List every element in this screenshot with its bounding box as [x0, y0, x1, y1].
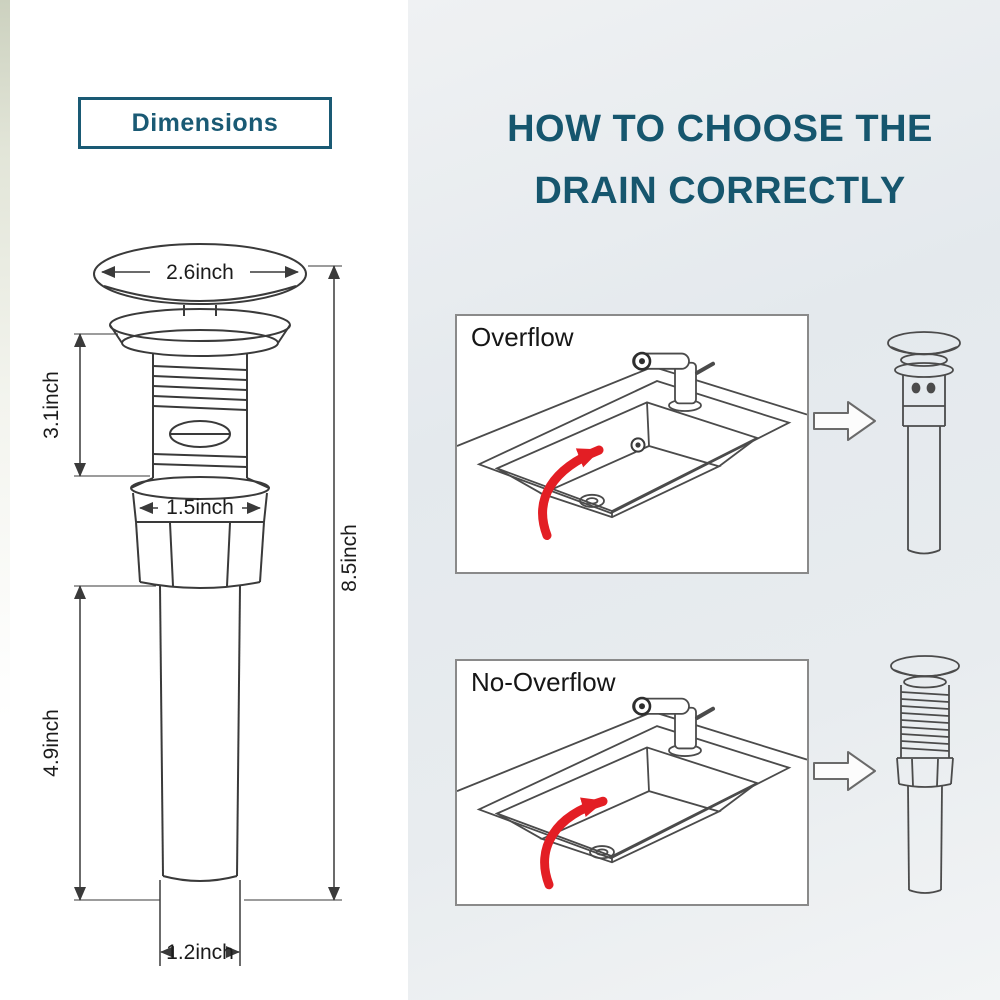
overflow-label: Overflow — [471, 322, 574, 352]
cap-width-label: 2.6inch — [166, 261, 234, 284]
right-block-arrow-icon — [813, 401, 876, 441]
upper-height-label: 3.1inch — [40, 371, 63, 439]
tail-width-label: 1.2inch — [166, 941, 234, 964]
drain-dimension-diagram: 2.6inch 3.1inch 1.5inch 4.9inch 8.5inch … — [40, 243, 361, 966]
faucet-icon — [632, 351, 715, 412]
guide-title: HOW TO CHOOSE THE DRAIN CORRECTLY — [448, 98, 992, 222]
red-curved-arrow — [540, 796, 608, 890]
red-curved-arrow — [538, 445, 604, 540]
overflow-sink-illustration — [457, 351, 807, 540]
sink-drawing — [457, 365, 807, 519]
right-block-arrow-icon — [813, 751, 876, 791]
overflow-hole-icon — [630, 437, 646, 453]
tail-height-label: 4.9inch — [40, 709, 63, 777]
dimension-lines — [74, 265, 342, 966]
overflow-hole-right — [926, 382, 936, 394]
faucet-icon — [632, 696, 715, 757]
page-left-edge-gradient — [0, 0, 10, 1000]
no-overflow-drain-illustration — [890, 655, 960, 894]
guide-title-line2: DRAIN CORRECTLY — [534, 170, 906, 212]
dimensions-title: Dimensions — [131, 108, 279, 137]
overflow-panel: Overflow — [455, 314, 809, 574]
body-width-label: 1.5inch — [166, 496, 234, 519]
overflow-drain-illustration — [887, 331, 961, 555]
sink-drain-hole — [589, 845, 615, 860]
panel-divider — [400, 0, 408, 1000]
drain-line-drawing — [93, 243, 307, 882]
no-overflow-panel: No-Overflow — [455, 659, 809, 906]
no-overflow-label: No-Overflow — [471, 667, 616, 697]
sink-drawing — [457, 710, 807, 864]
total-height-label: 8.5inch — [338, 524, 361, 592]
guide-title-line1: HOW TO CHOOSE THE — [507, 108, 933, 150]
no-overflow-sink-illustration — [457, 696, 807, 890]
sink-drain-hole — [579, 493, 605, 508]
overflow-hole-left — [911, 382, 921, 394]
dimensions-title-box: Dimensions — [78, 97, 332, 149]
